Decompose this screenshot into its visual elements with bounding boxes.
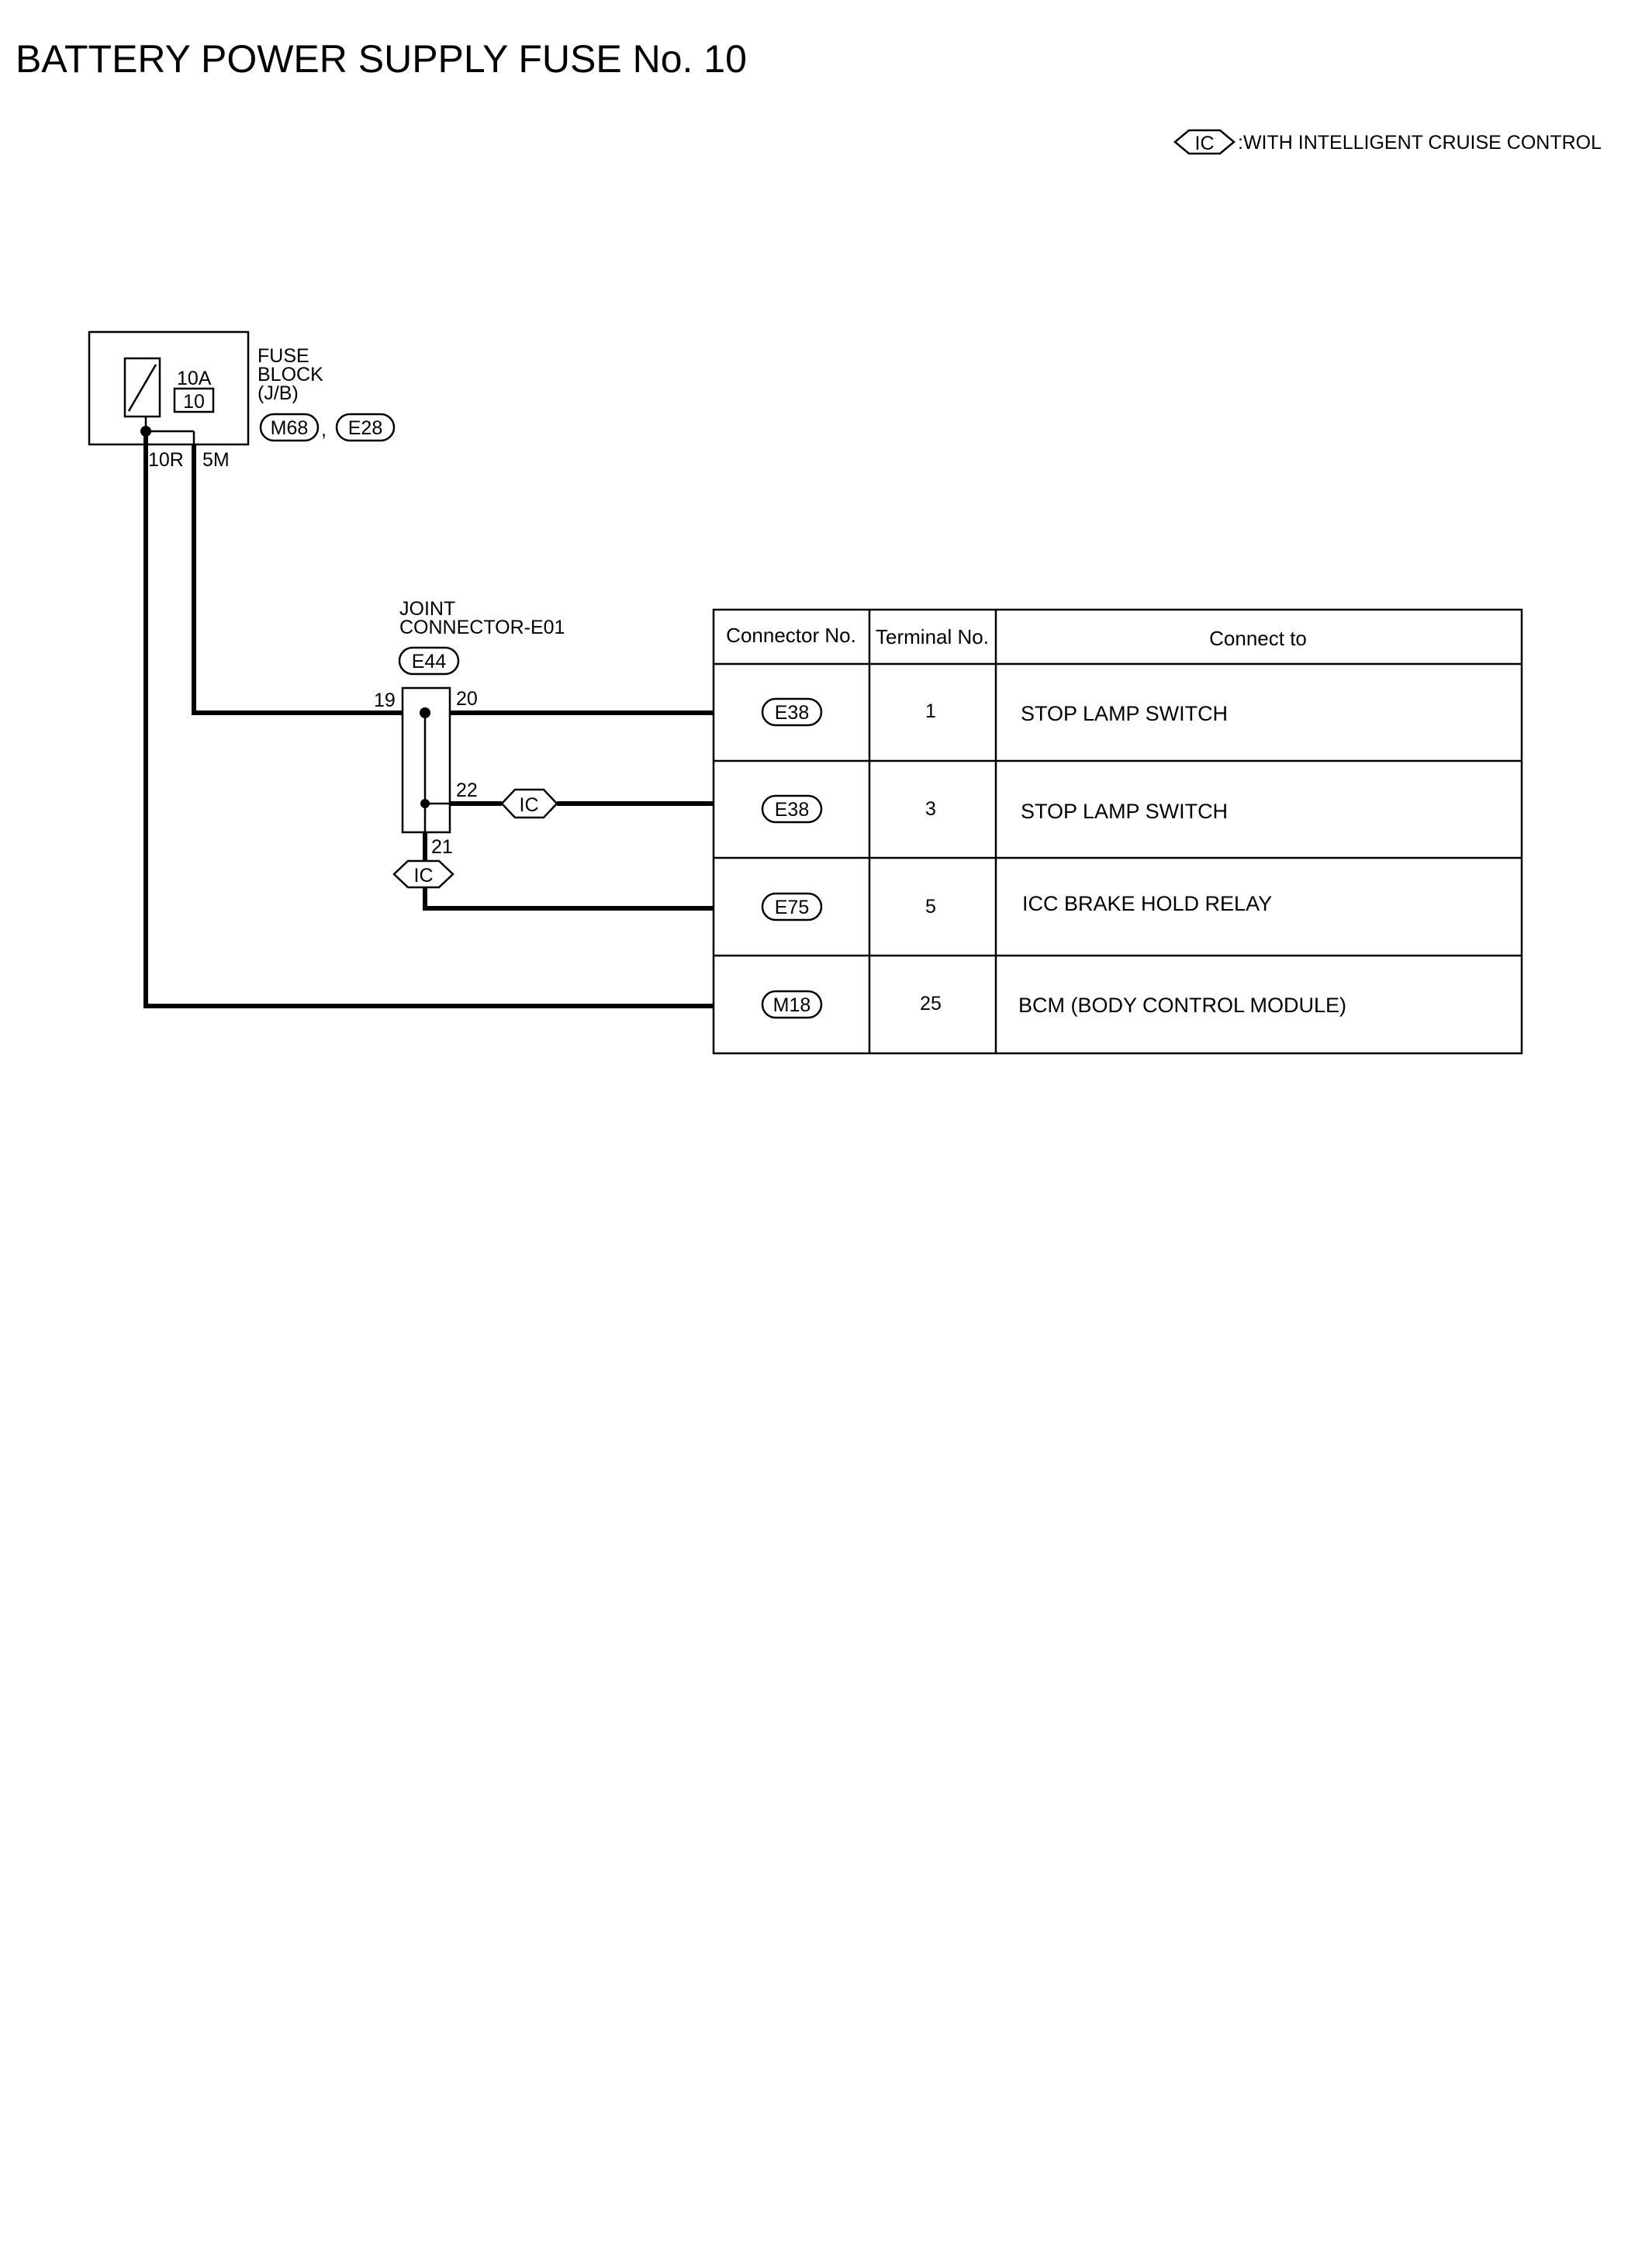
fuse-number-box (173, 387, 215, 413)
connector-badge (761, 794, 823, 824)
option-tag-icon (392, 859, 454, 889)
joint-connector: JOINT CONNECTOR-E01 E44 19 20 22 21 (374, 598, 565, 858)
option-tag-pin22: IC (500, 788, 558, 819)
wire-5m-to-joint (192, 444, 403, 715)
table-cell-connect-to: STOP LAMP SWITCH (1021, 800, 1228, 823)
table-cell-terminal: 25 (920, 993, 942, 1015)
connector-separator: , (321, 419, 327, 441)
table-cell-connect-to: BCM (BODY CONTROL MODULE) (1018, 994, 1346, 1017)
connector-badge (761, 990, 823, 1019)
connector-badge (761, 697, 823, 727)
option-tag-pin21: IC (392, 859, 454, 889)
table-header-connect-to: Connect to (1209, 627, 1307, 650)
wire-to-bcm (143, 431, 714, 1008)
connector-badge-m68 (259, 413, 320, 442)
table-outline (712, 608, 1523, 1055)
connector-e44-label: E44 (412, 651, 447, 672)
option-tag-icon (500, 788, 558, 819)
table-cell-connector: M18 (773, 994, 811, 1016)
option-tag-icon (1173, 129, 1236, 155)
legend-tag: IC (1195, 133, 1215, 154)
fuse-block-outline (88, 330, 250, 446)
table-cell-connect-to: ICC BRAKE HOLD RELAY (1022, 892, 1272, 915)
pin-22-label: 22 (456, 780, 478, 801)
connector-badge-e44 (398, 646, 460, 676)
fuse-rating: 10A (177, 368, 212, 389)
connection-table: Connector No. Terminal No. Connect to E3… (712, 608, 1523, 1055)
fuse-block-name-line1: FUSE (257, 345, 309, 367)
pin-21-label: 21 (431, 836, 453, 858)
wires (143, 431, 714, 1008)
joint-connector-name-line2: CONNECTOR-E01 (399, 617, 565, 638)
terminal-10r: 10R (148, 449, 184, 471)
connector-e28-label: E28 (348, 417, 382, 439)
fuse-block-name-line3: (J/B) (257, 382, 299, 404)
table-cell-terminal: 1 (925, 700, 936, 722)
connector-badge-e28 (335, 413, 396, 442)
table-cell-connector: E38 (775, 702, 809, 724)
table-header-terminal: Terminal No. (876, 625, 989, 648)
splice-dot (420, 707, 430, 718)
table-cell-terminal: 5 (925, 896, 936, 918)
legend: IC :WITH INTELLIGENT CRUISE CONTROL (1173, 129, 1602, 155)
joint-connector-name-line1: JOINT (399, 598, 455, 620)
terminal-5m: 5M (202, 449, 230, 471)
option-tag-pin22-label: IC (520, 794, 539, 816)
option-tag-pin21-label: IC (414, 865, 434, 887)
fuse-number: 10 (183, 391, 205, 413)
fuse-block: 10A 10 FUSE BLOCK (J/B) M68 , E28 10R 5M (88, 330, 396, 471)
table-cell-terminal: 3 (925, 798, 936, 820)
page-title: BATTERY POWER SUPPLY FUSE No. 10 (16, 37, 747, 81)
connector-m68-label: M68 (271, 417, 309, 439)
fuse-block-name-line2: BLOCK (257, 364, 323, 385)
pin-20-label: 20 (456, 688, 478, 710)
table-cell-connector: E38 (775, 799, 809, 821)
table-cell-connect-to: STOP LAMP SWITCH (1021, 702, 1228, 725)
table-cell-connector: E75 (775, 897, 809, 918)
wire-pin21-b (423, 887, 714, 911)
pin-19-label: 19 (374, 690, 396, 711)
legend-text: :WITH INTELLIGENT CRUISE CONTROL (1238, 132, 1602, 154)
table-header-connector: Connector No. (726, 624, 856, 647)
connector-badge (761, 892, 823, 921)
